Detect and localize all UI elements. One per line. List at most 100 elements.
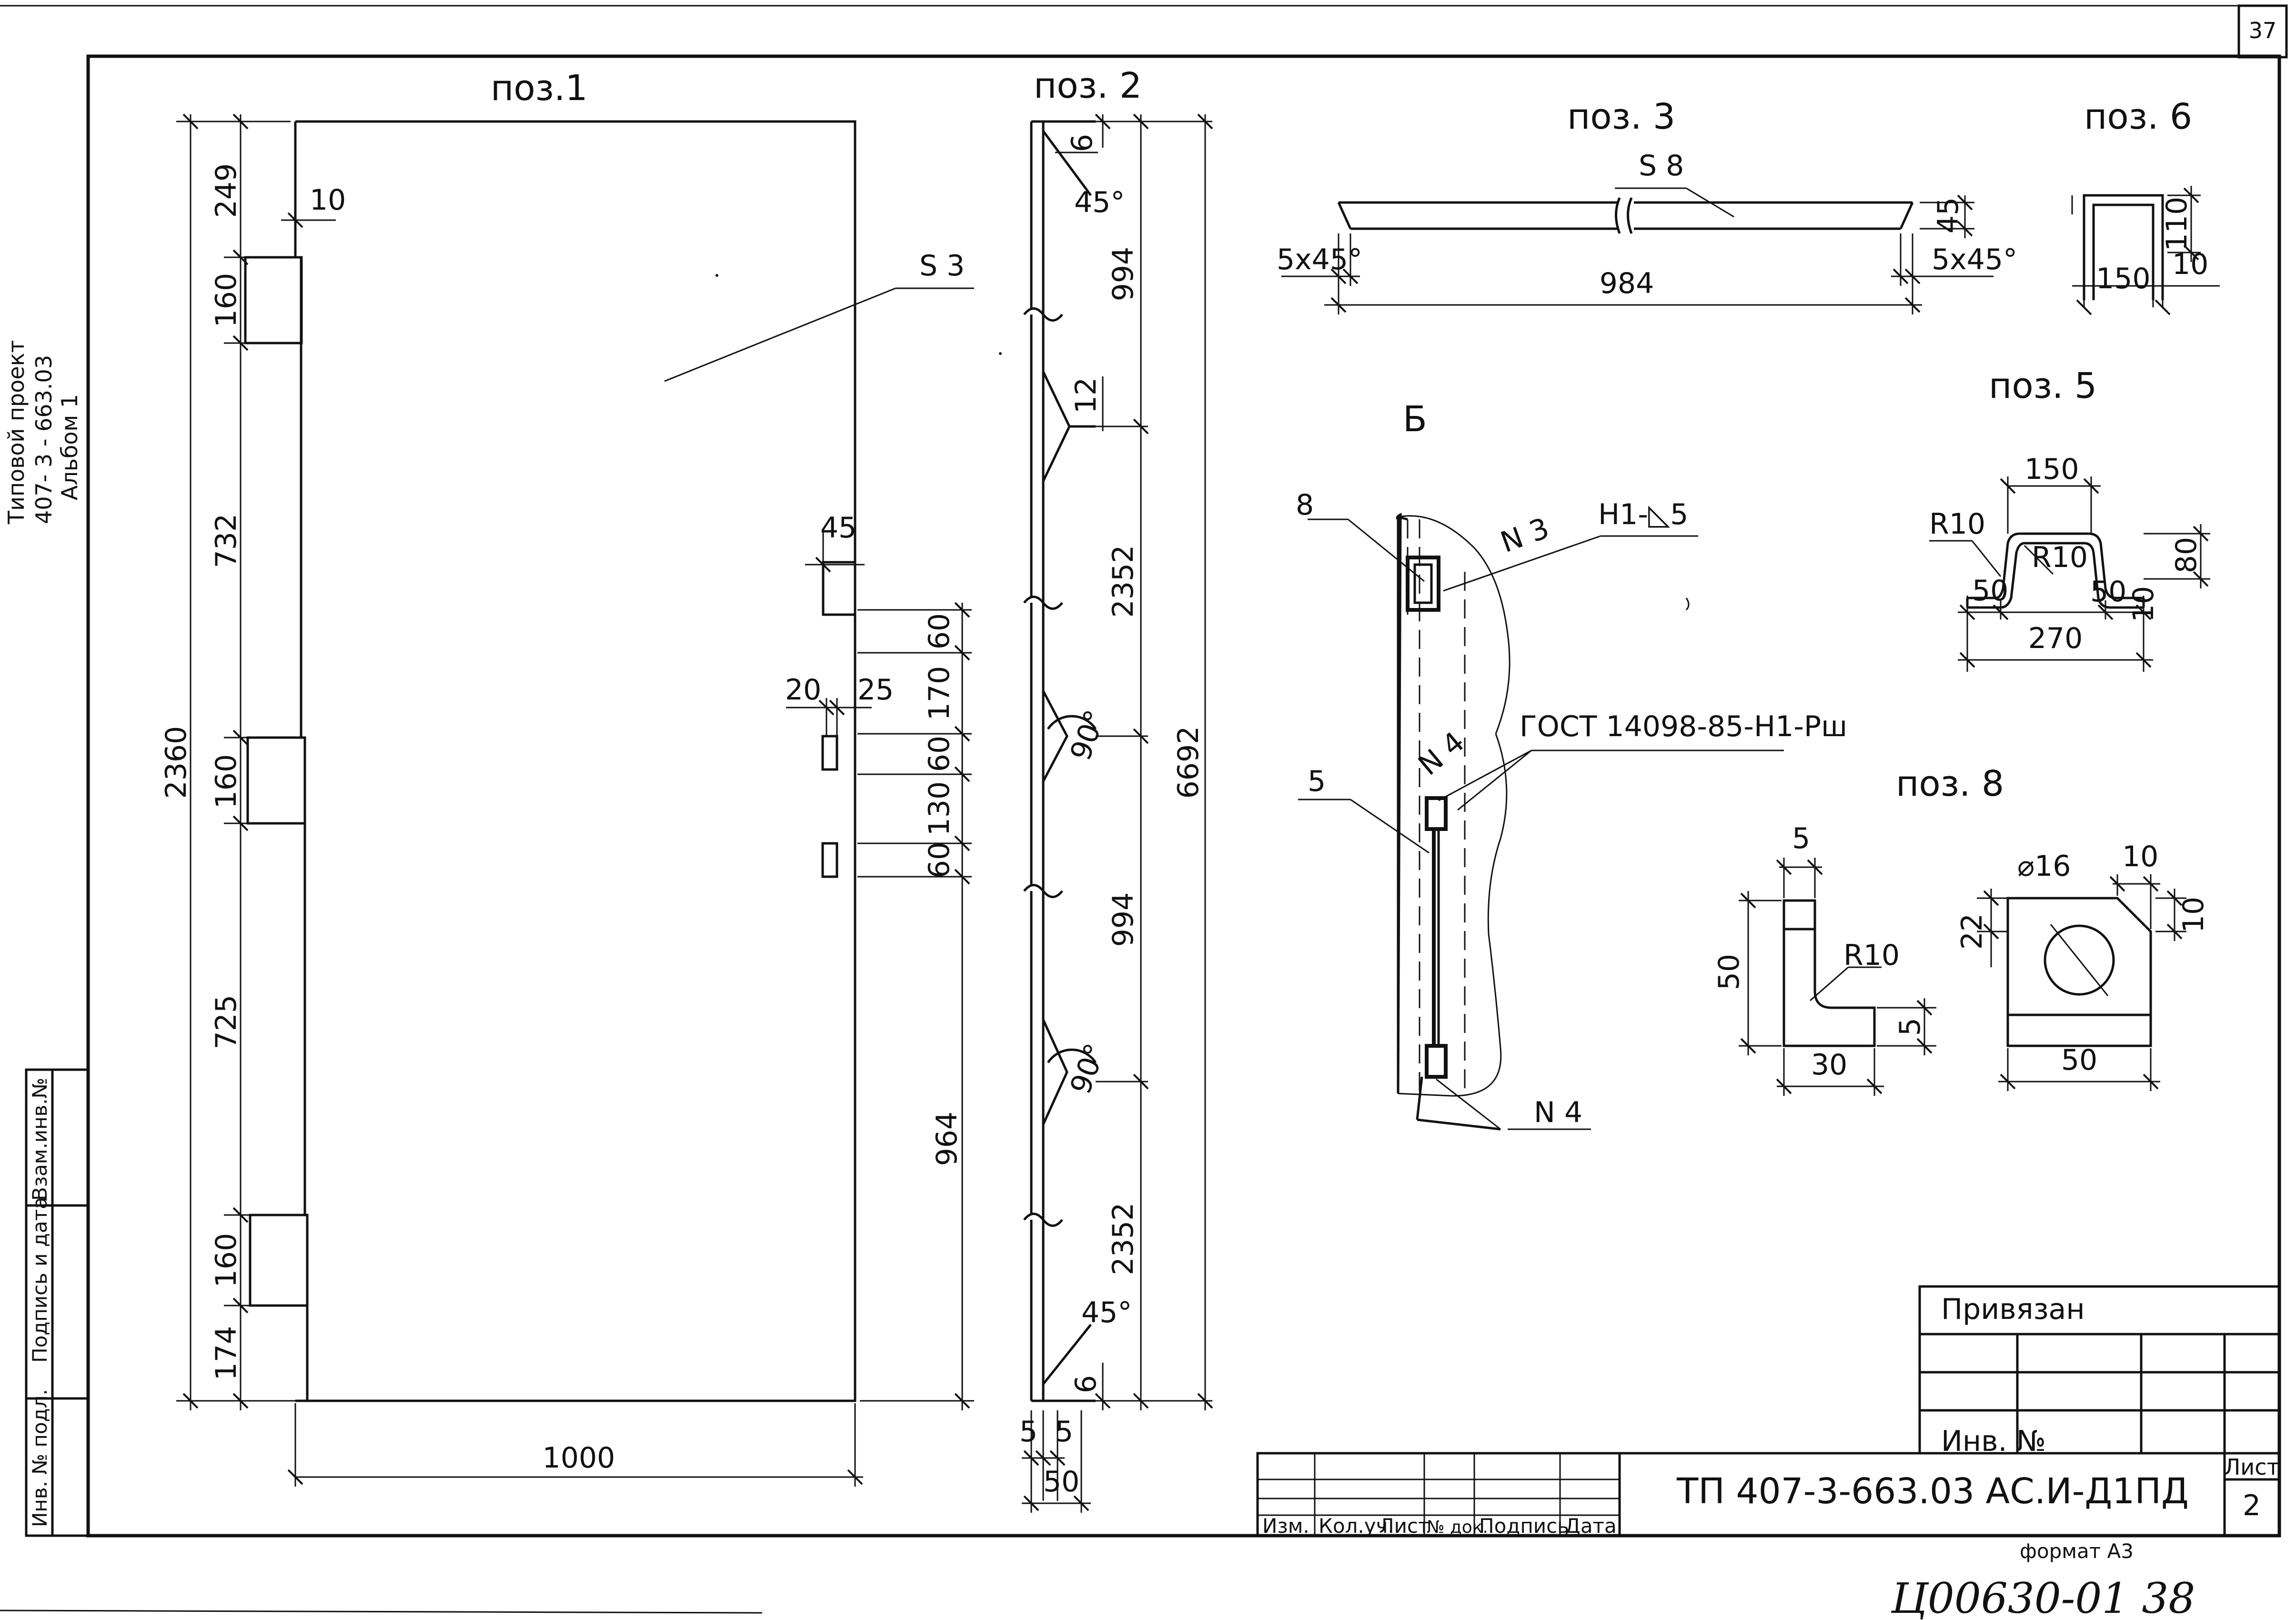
col-izm: Изм.: [1262, 1514, 1309, 1538]
node-b-label-n4-b: N 4: [1534, 1096, 1582, 1129]
pos8-dia16: ⌀16: [2017, 850, 2071, 883]
stamp-replace-inv: Взам.инв.№: [28, 1078, 51, 1201]
pos8-plate-part: [2006, 897, 2152, 1047]
stamp-inv-original: Инв. № подл.: [28, 1389, 51, 1527]
pos8-dim-50-h: 50: [1712, 954, 1746, 990]
pos6-dim-10: 10: [2172, 248, 2208, 281]
node-b-detail: [1298, 512, 1784, 1131]
title-block: [1256, 1285, 2281, 1537]
node-b-label-5: 5: [1308, 765, 1326, 798]
pos8-angle-dimensions: [1739, 858, 1936, 1096]
pos2-dim-50: 50: [1043, 1465, 1079, 1498]
pos1-dim-725: 725: [210, 995, 243, 1050]
pos8-dim-5-top: 5: [1792, 822, 1810, 855]
pos2-dim-6-bot: 6: [1069, 1375, 1103, 1393]
pos3-chamfer-left: 5х45°: [1277, 243, 1362, 276]
col-doc-no: № док.: [1427, 1518, 1488, 1537]
pos2-dimension-lines: [1022, 113, 1213, 1513]
pos1-dim-60-b: 60: [923, 736, 956, 772]
page-number: 37: [2249, 18, 2277, 43]
pos8-dim-50-w: 50: [2061, 1043, 2097, 1077]
pos1-dimension-lines: [176, 113, 974, 1487]
pos5-dim-10: 10: [2127, 586, 2160, 622]
pos2-dim-5-a: 5: [1019, 1415, 1037, 1448]
pos5-r10-a: R10: [1929, 507, 1985, 541]
pos1-dim-60-a: 60: [923, 613, 956, 649]
node-b-weld-mark: Н1-◺5: [1598, 498, 1688, 531]
pos8-title: поз. 8: [1896, 763, 2004, 804]
pos1-dim-964: 964: [930, 1112, 964, 1166]
pos5-dim-150: 150: [2024, 453, 2079, 486]
pos5-dim-50-b: 50: [2090, 575, 2126, 608]
side-labels: Типовой проект 407- 3 - 663.03 Альбом 1: [3, 340, 82, 525]
pos2-dim-5-b: 5: [1055, 1415, 1073, 1448]
pos3-title: поз. 3: [1567, 96, 1675, 137]
pos8-dim-5-side: 5: [1893, 1018, 1927, 1036]
pos2-title: поз. 2: [1034, 65, 1142, 106]
node-b-label-8: 8: [1296, 488, 1314, 522]
pos1-plate: [244, 120, 1002, 1402]
stamp-signature-date: Подпись и дата: [28, 1197, 51, 1363]
sheet-number: 2: [2243, 1489, 2261, 1522]
pos2-angle-90-a: 90°: [1064, 706, 1112, 765]
pos8-dim-10-b: 10: [2177, 897, 2210, 933]
node-b-label-n4-a: N 4: [1412, 725, 1471, 782]
pos3-dimension-lines: [1281, 194, 1994, 314]
pos2-dim-2352-a: 2352: [1107, 545, 1140, 618]
pos1-dim-60-c: 60: [923, 842, 956, 878]
col-date: Дата: [1565, 1514, 1617, 1538]
pos1-dim-10: 10: [310, 183, 346, 217]
pos3-material: S 8: [1639, 149, 1684, 182]
pos2-angle-45-bot: 45°: [1081, 1296, 1132, 1329]
pos6-dim-150: 150: [2096, 262, 2151, 295]
pos2-angle-45-top: 45°: [1074, 186, 1125, 219]
sheet-label: Лист: [2224, 1454, 2280, 1480]
node-b-gost: ГОСТ 14098-85-Н1-Рш: [1520, 710, 1847, 743]
pos1-dim-160-b: 160: [210, 754, 243, 809]
pos1-material: S 3: [919, 249, 965, 283]
sheet-format: формат А3: [2020, 1539, 2134, 1563]
pos2-dim-994-b: 994: [1107, 892, 1140, 947]
pos5-title: поз. 5: [1989, 365, 2097, 406]
pos6-dim-110: 110: [2160, 197, 2194, 252]
pos2-dim-2352-b: 2352: [1107, 1203, 1140, 1276]
pos1-dim-170: 170: [923, 666, 956, 721]
pos1-dim-130: 130: [923, 781, 956, 836]
pos1-dim-1000: 1000: [543, 1441, 615, 1475]
pos2-angle-90-b: 90°: [1064, 1039, 1112, 1098]
node-b-label-n3: N 3: [1496, 511, 1553, 559]
bound-label: Привязан: [1941, 1293, 2085, 1326]
pos2-dim-6-top: 6: [1066, 134, 1099, 152]
inv-label: Инв. №: [1941, 1425, 2046, 1458]
pos1-dim-160-a: 160: [210, 273, 243, 328]
pos1-title: поз.1: [491, 68, 588, 109]
pos1-dim-174: 174: [210, 1326, 243, 1381]
pos1-dim-2360: 2360: [160, 726, 193, 799]
pos3-dim-984: 984: [1600, 267, 1654, 300]
node-b-title: Б: [1403, 399, 1427, 440]
left-stamp: [25, 1068, 90, 1537]
pos2-dim-6692: 6692: [1172, 726, 1205, 799]
pos2-dim-12: 12: [1069, 377, 1103, 414]
pos6-title: поз. 6: [2084, 96, 2192, 137]
pos8-r10: R10: [1843, 939, 1900, 972]
pos1-dim-160-c: 160: [210, 1233, 243, 1288]
pos8-dim-10-a: 10: [2122, 840, 2158, 873]
sheet-frame: [0, 4, 2288, 1614]
pos1-dim-25: 25: [857, 673, 894, 707]
pos1-dim-249: 249: [210, 163, 243, 218]
pos6-part: [2071, 194, 2164, 300]
pos1-dim-20: 20: [785, 673, 821, 707]
col-kol-uch: Кол.уч.: [1319, 1514, 1394, 1538]
handwritten-note: Ц00630-01 38: [1891, 1574, 2195, 1620]
pos1-dim-45: 45: [820, 511, 856, 545]
pos3-chamfer-right: 5х45°: [1932, 243, 2017, 276]
pos5-dim-270: 270: [2028, 622, 2083, 655]
pos5-dim-50-a: 50: [1972, 574, 2008, 608]
pos2-dim-994-a: 994: [1107, 247, 1140, 302]
drawing-designation: ТП 407-3-663.03 АС.И-Д1ПД: [1676, 1471, 2189, 1512]
col-signature: Подпись: [1479, 1514, 1569, 1538]
side-label-album: Альбом 1: [57, 394, 82, 500]
pos6-dimension-lines: [2072, 186, 2220, 315]
